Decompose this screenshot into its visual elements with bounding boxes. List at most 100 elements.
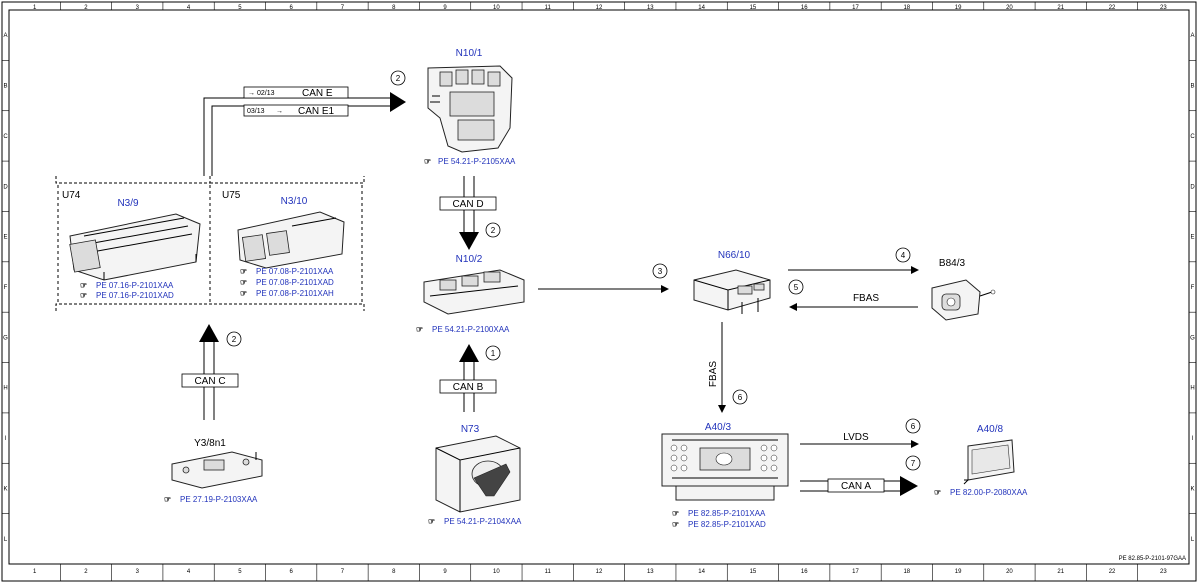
grid-column-label: 17 — [852, 5, 859, 11]
grid-row-label: B — [3, 84, 7, 90]
n3-9-label: N3/9 — [117, 198, 139, 209]
component-n66-10[interactable]: N66/10 — [693, 250, 771, 314]
n3-10-illustration — [237, 211, 345, 269]
ref-symbol-icon: ☞ — [240, 289, 247, 298]
svg-text:4: 4 — [901, 251, 906, 260]
component-n10-1[interactable]: N10/1 ☞ PE 54.21-P-2105XAA — [424, 48, 516, 166]
svg-text:3: 3 — [658, 267, 663, 276]
can-e-arrow-head — [390, 92, 406, 112]
grid-column-label: 9 — [443, 569, 447, 575]
grid-column-label: 10 — [493, 569, 500, 575]
grid-row-label: B — [1190, 84, 1194, 90]
n10-2-label: N10/2 — [456, 254, 483, 265]
grid-row-label: L — [1191, 537, 1195, 543]
n10-1-ref-text: PE 54.21-P-2105XAA — [438, 157, 516, 166]
grid-column-label: 8 — [392, 569, 396, 575]
grid-row-label: G — [1190, 335, 1195, 341]
a40-3-to-a40-8-links: LVDS 6 CAN A 7 — [800, 418, 921, 496]
grid-column-label: 11 — [545, 569, 552, 575]
grid-row-label: G — [3, 335, 8, 341]
n73-ref-text: PE 54.21-P-2104XAA — [444, 517, 522, 526]
svg-text:1: 1 — [491, 349, 496, 358]
ref-symbol-icon: ☞ — [416, 325, 423, 334]
step-2-marker-mid — [485, 222, 501, 238]
grid-column-label: 2 — [84, 569, 88, 575]
grid-column-label: 8 — [392, 5, 396, 11]
grid-column-label: 14 — [698, 569, 705, 575]
svg-text:6: 6 — [738, 393, 743, 402]
grid-column-label: 19 — [955, 569, 962, 575]
step-6-marker — [905, 418, 921, 434]
grid-column-label: 3 — [136, 5, 140, 11]
u75-variant-label: U75 — [222, 190, 241, 201]
component-n73[interactable]: N73 ☞ PE 54.21-P-2104XAA — [428, 424, 522, 526]
grid-column-label: 21 — [1057, 569, 1064, 575]
grid-column-label: 13 — [647, 569, 654, 575]
grid-row-label: A — [1190, 33, 1194, 39]
ref-symbol-icon: ☞ — [80, 281, 87, 290]
grid-column-label: 6 — [290, 5, 294, 11]
y3-8n1-illustration — [171, 451, 263, 489]
grid-column-label: 1 — [33, 5, 37, 11]
n3-10-ref-1: PE 07.08-P-2101XAA — [256, 267, 334, 276]
grid-row-label: H — [3, 386, 7, 392]
component-n10-2[interactable]: N10/2 ☞ PE 54.21-P-2100XAA — [416, 254, 525, 334]
step-3-marker — [652, 263, 668, 279]
n10-2-ref-text: PE 54.21-P-2100XAA — [432, 325, 510, 334]
grid-column-label: 21 — [1057, 5, 1064, 11]
grid-row-label: I — [1192, 436, 1194, 442]
component-y3-8n1[interactable]: Y3/8n1 ☞ PE 27.19-P-2103XAA — [164, 438, 263, 504]
y3-8n1-label: Y3/8n1 — [194, 438, 226, 449]
grid-column-label: 4 — [187, 5, 191, 11]
n3-10-ref-3: PE 07.08-P-2101XAH — [256, 289, 334, 298]
ref-symbol-icon: ☞ — [240, 267, 247, 276]
grid-column-label: 23 — [1160, 569, 1167, 575]
a40-8-label: A40/8 — [977, 424, 1004, 435]
svg-text:→: → — [276, 108, 283, 115]
grid-column-label: 15 — [750, 5, 757, 11]
grid-column-label: 16 — [801, 569, 808, 575]
grid-row-label: H — [1190, 386, 1194, 392]
lvds-label: LVDS — [843, 432, 869, 443]
b84-3-illustration — [931, 279, 996, 321]
grid-row-label: F — [4, 285, 8, 291]
grid-column-label: 9 — [443, 5, 447, 11]
grid-column-label: 6 — [290, 569, 294, 575]
component-a40-8[interactable]: A40/8 ☞ PE 82.00-P-2080XAA — [934, 424, 1028, 497]
component-b84-3[interactable]: B84/3 — [931, 258, 996, 321]
grid-row-label: I — [5, 436, 7, 442]
b84-3-label: B84/3 — [939, 258, 966, 269]
grid-row-label: E — [3, 235, 7, 241]
grid-column-label: 16 — [801, 5, 808, 11]
a40-8-ref-text: PE 82.00-P-2080XAA — [950, 488, 1028, 497]
step-2-marker-top — [390, 70, 406, 86]
ref-symbol-icon: ☞ — [164, 495, 171, 504]
grid-column-label: 19 — [955, 5, 962, 11]
svg-text:7: 7 — [911, 459, 916, 468]
step-7-marker — [905, 455, 921, 471]
inner-frame — [8, 9, 1190, 565]
step-5-marker — [788, 279, 804, 295]
component-u75-n3-10[interactable]: U75 N3/10 ☞ PE 07.08-P-2101XAA ☞ PE 07.0… — [222, 190, 345, 298]
n73-illustration — [435, 435, 521, 513]
grid-row-label: F — [1191, 285, 1195, 291]
a40-3-ref-2: PE 82.85-P-2101XAD — [688, 520, 766, 529]
ref-symbol-icon: ☞ — [240, 278, 247, 287]
step-1-marker — [485, 345, 501, 361]
can-c-bus-connection: CAN C 2 — [181, 324, 242, 420]
n3-9-illustration — [69, 213, 201, 281]
grid-column-label: 1 — [33, 569, 37, 575]
can-b-label: CAN B — [453, 382, 484, 393]
component-a40-3[interactable]: A40/3 ☞ PE 82.85-P-2101XAA ☞ PE 82.85-P-… — [661, 422, 789, 529]
component-u74-n3-9[interactable]: U74 N3/9 ☞ PE 07.16-P-2101XAA ☞ PE 07.16… — [62, 190, 201, 300]
u74-variant-label: U74 — [62, 190, 81, 201]
n3-9-ref-2: PE 07.16-P-2101XAD — [96, 291, 174, 300]
ref-symbol-icon: ☞ — [428, 517, 435, 526]
grid-column-label: 12 — [596, 5, 603, 11]
n66-10-b84-3-links: 4 5 FBAS — [788, 247, 919, 311]
ref-symbol-icon: ☞ — [934, 488, 941, 497]
grid-column-label: 14 — [698, 5, 705, 11]
